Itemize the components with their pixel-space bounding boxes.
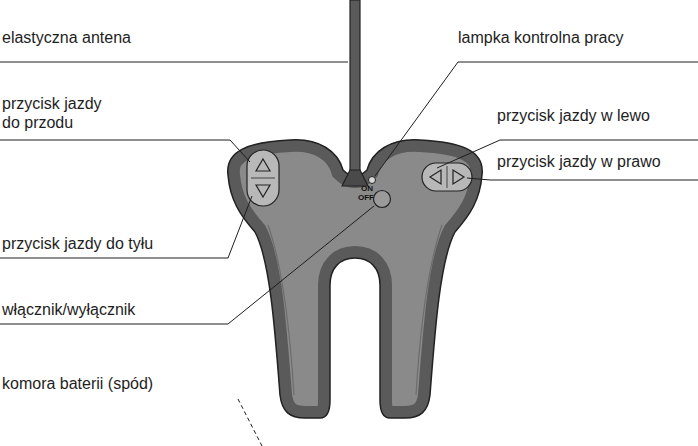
controller-body [228, 140, 482, 418]
antenna-base [342, 170, 368, 186]
part-label: przycisk jazdy w lewo [497, 106, 650, 125]
part-label: przycisk jazdy w prawo [497, 152, 661, 171]
switch-marking: OFF [358, 194, 374, 202]
leader-lines [0, 62, 698, 446]
indicator-lamp [369, 177, 376, 184]
antenna [350, 0, 360, 178]
part-label: elastyczna antena [2, 28, 131, 47]
left-right-button [422, 163, 472, 191]
part-label: lampka kontrolna pracy [458, 28, 623, 47]
part-label: komora baterii (spód) [2, 374, 153, 393]
switch-marking: ON [361, 185, 373, 193]
power-switch [374, 191, 391, 208]
part-label: przycisk jazdy do przodu [2, 94, 114, 132]
part-label: włącznik/wyłącznik [2, 300, 135, 319]
part-label: przycisk jazdy do tyłu [2, 234, 153, 253]
